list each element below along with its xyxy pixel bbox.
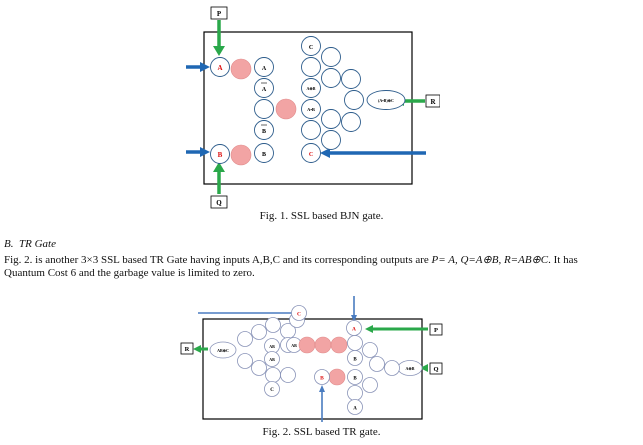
fig2-q-label: Q [433, 366, 438, 373]
fig1-r-box [425, 94, 440, 108]
fig1-r-label: R [430, 98, 436, 106]
fig1-circle-a-label: A [217, 64, 222, 72]
fig1-col3-xor: A⊕B [307, 86, 316, 91]
fig2-q-arrow [420, 364, 428, 372]
fig2-ellipse-r-label: AB⊕C [217, 348, 229, 353]
figure-2-diagram: P Q R AB⊕C AB AB AB C C [180, 296, 443, 422]
paragraph-line-1-end: . It has [548, 254, 578, 266]
fig2-right-network [347, 335, 385, 415]
figure-2-caption: Fig. 2. SSL based TR gate. [262, 426, 381, 438]
paragraph-equation: P= A, Q=A⊕B, R=AB⊕C [431, 254, 549, 266]
figure-1-caption: Fig. 1. SSL based BJN gate. [259, 210, 384, 222]
fig1-input-arrow-a [186, 62, 210, 72]
fig1-pink-dot-3 [275, 98, 297, 120]
fig2-left-ab-3: AB [291, 343, 297, 348]
paragraph-line-2: Quantum Cost 6 and the garbage value is … [4, 267, 255, 279]
fig1-output-ellipse-label: (A•B)⊕C [378, 98, 394, 103]
fig1-col2-a: A [262, 66, 267, 72]
fig2-ellipse-q-label: A⊕B [406, 366, 415, 371]
fig2-left-ab-1: AB [269, 344, 275, 349]
fig1-col2-b: B [262, 152, 266, 158]
fig1-output-ellipse [366, 90, 406, 110]
fig1-input-arrow-c [320, 148, 426, 158]
fig2-right-b: B [353, 358, 357, 363]
fig1-column-4 [321, 47, 341, 150]
fig1-column-5 [341, 69, 364, 132]
paragraph-line-1: Fig. 2. is another 3×3 SSL based TR Gate… [4, 254, 640, 267]
fig1-frame [203, 31, 413, 185]
fig2-left-cbar: C [270, 388, 274, 393]
fig1-q-arrow [213, 162, 225, 194]
fig2-input-arrow-b [319, 385, 325, 422]
fig1-pink-dot-1 [230, 58, 252, 80]
fig2-circle-b [314, 369, 330, 385]
fig1-p-arrow [213, 20, 225, 56]
fig1-circle-a [210, 57, 230, 77]
fig1-pink-dot-2 [230, 144, 252, 166]
fig2-input-arrow-a [351, 296, 357, 322]
fig2-left-network [237, 312, 305, 397]
fig1-circle-b-label: B [218, 151, 223, 159]
fig2-p-label: P [434, 327, 438, 334]
fig2-circle-a-label: A [352, 327, 356, 333]
fig1-col3-c2: C [309, 152, 313, 158]
fig1-circle-b [210, 144, 230, 164]
fig1-col3-and: A•B [307, 107, 315, 112]
figure-1-diagram: P Q R A B A [186, 6, 440, 209]
fig1-column-2 [254, 57, 274, 163]
fig1-col2-abar: A [262, 87, 267, 93]
fig1-q-label: Q [216, 199, 222, 207]
paragraph-line-1-start: Fig. 2. is another 3×3 SSL based TR Gate… [4, 254, 432, 266]
fig2-circle-c-label: C [297, 312, 301, 318]
fig2-r-box [180, 342, 194, 355]
fig2-circle-c [291, 305, 307, 321]
section-label: B. [4, 238, 14, 250]
fig2-q-box [429, 362, 443, 375]
section-title: TR Gate [18, 238, 56, 250]
fig2-p-box [429, 323, 443, 336]
fig2-pink-chain [298, 336, 348, 386]
fig1-column-3 [301, 36, 321, 163]
fig2-right-b2: B [353, 377, 357, 382]
fig1-q-box [210, 195, 228, 209]
fig2-ellipse-r [209, 341, 237, 359]
fig2-circle-a [346, 320, 362, 336]
fig1-col2-bbar: B [262, 129, 266, 135]
fig2-r-label: R [185, 346, 190, 353]
fig1-col3-c: C [309, 45, 313, 51]
fig2-circle-pre-q [384, 360, 400, 376]
fig2-circle-b-label: B [320, 376, 324, 382]
body-paragraph: Fig. 2. is another 3×3 SSL based TR Gate… [4, 254, 640, 280]
fig1-input-arrow-b [186, 147, 210, 157]
fig2-input-arrow-c [198, 310, 299, 316]
fig2-r-arrow [193, 345, 208, 353]
fig1-p-box [210, 6, 228, 20]
fig1-p-label: P [217, 10, 222, 18]
fig2-right-a: A [353, 407, 357, 412]
fig2-left-ab-2: AB [269, 357, 275, 362]
section-heading: B. TR Gate [4, 238, 56, 250]
fig2-p-arrow [365, 325, 428, 333]
